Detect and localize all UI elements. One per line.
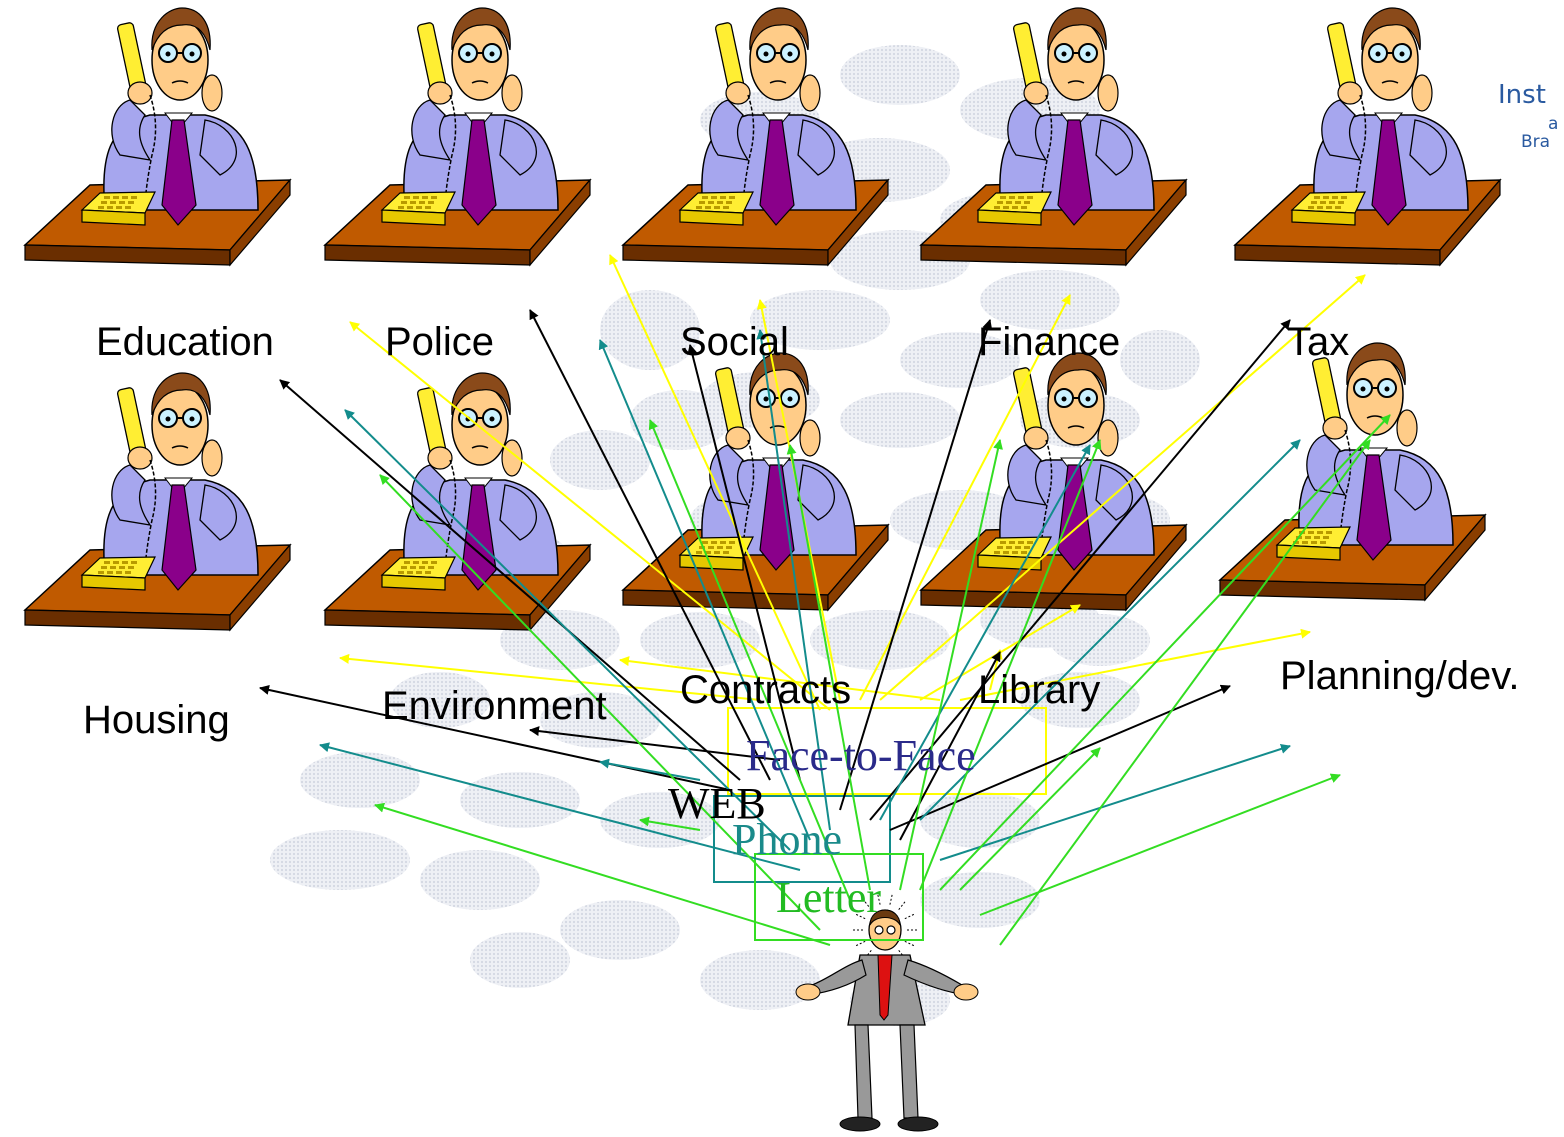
- arrow-25: [939, 744, 1291, 861]
- dept-label-environment: Environment: [382, 684, 607, 728]
- arrow-1: [349, 321, 831, 711]
- arrow-15: [869, 319, 1291, 821]
- dept-label-planning: Planning/dev.: [1280, 654, 1520, 698]
- dept-label-housing: Housing: [83, 698, 230, 742]
- arrow-5: [339, 653, 761, 701]
- clerk-housing-icon: [23, 372, 292, 632]
- dept-label-education: Education: [96, 320, 274, 364]
- arrow-33: [939, 414, 1391, 891]
- clerk-library-icon: [919, 352, 1188, 612]
- dept-label-tax: Tax: [1287, 320, 1350, 364]
- arrow-9: [619, 656, 941, 701]
- dept-label-library: Library: [978, 668, 1101, 712]
- phone-frame: [713, 795, 891, 883]
- clerk-planning-icon: [1218, 342, 1487, 602]
- arrow-26: [599, 758, 701, 781]
- dept-label-social: Social: [680, 320, 789, 364]
- logo-text-line1: Inst: [1498, 80, 1546, 110]
- clerk-finance-icon: [919, 7, 1188, 267]
- arrow-12: [529, 309, 771, 781]
- arrow-34: [959, 747, 1101, 891]
- arrow-22: [756, 329, 831, 831]
- dept-label-contracts: Contracts: [680, 668, 852, 712]
- arrow-32: [919, 439, 1102, 891]
- logo-text-line3: Bra: [1521, 132, 1551, 152]
- arrow-28: [379, 474, 821, 931]
- letter-frame: [754, 853, 924, 941]
- arrow-29: [648, 419, 851, 901]
- dept-label-police: Police: [385, 320, 494, 364]
- arrow-23: [879, 444, 1091, 821]
- arrow-4: [879, 274, 1366, 701]
- arrow-21: [598, 339, 811, 841]
- clerk-tax-icon: [1233, 7, 1502, 267]
- arrow-0: [609, 254, 821, 711]
- clerk-social-icon: [621, 7, 890, 267]
- arrow-31: [899, 439, 1003, 891]
- arrow-30: [786, 444, 871, 891]
- arrow-17: [899, 651, 1001, 841]
- dept-label-finance: Finance: [978, 320, 1121, 364]
- arrow-20: [344, 409, 791, 851]
- clerk-police-icon: [323, 7, 592, 267]
- channel-label-web: WEB: [668, 779, 766, 828]
- arrow-19: [319, 742, 801, 871]
- arrow-11: [279, 379, 741, 781]
- clerk-education-icon: [23, 7, 292, 267]
- arrow-36: [999, 439, 1371, 946]
- arrow-14: [839, 319, 993, 811]
- arrow-35: [979, 773, 1341, 916]
- channel-label-face-to-face: Face-to-Face: [746, 731, 976, 780]
- arrow-18: [529, 726, 781, 761]
- arrow-13: [687, 344, 801, 781]
- arrow-10: [259, 685, 731, 791]
- arrow-24: [919, 439, 1301, 821]
- arrow-37: [639, 816, 701, 831]
- logo-text-line2: a: [1548, 114, 1559, 134]
- channel-label-letter: Letter: [776, 873, 882, 922]
- face-to-face-frame: [727, 707, 1047, 795]
- arrow-7: [959, 628, 1311, 701]
- channel-label-phone: Phone: [732, 815, 842, 864]
- arrow-27: [374, 802, 831, 946]
